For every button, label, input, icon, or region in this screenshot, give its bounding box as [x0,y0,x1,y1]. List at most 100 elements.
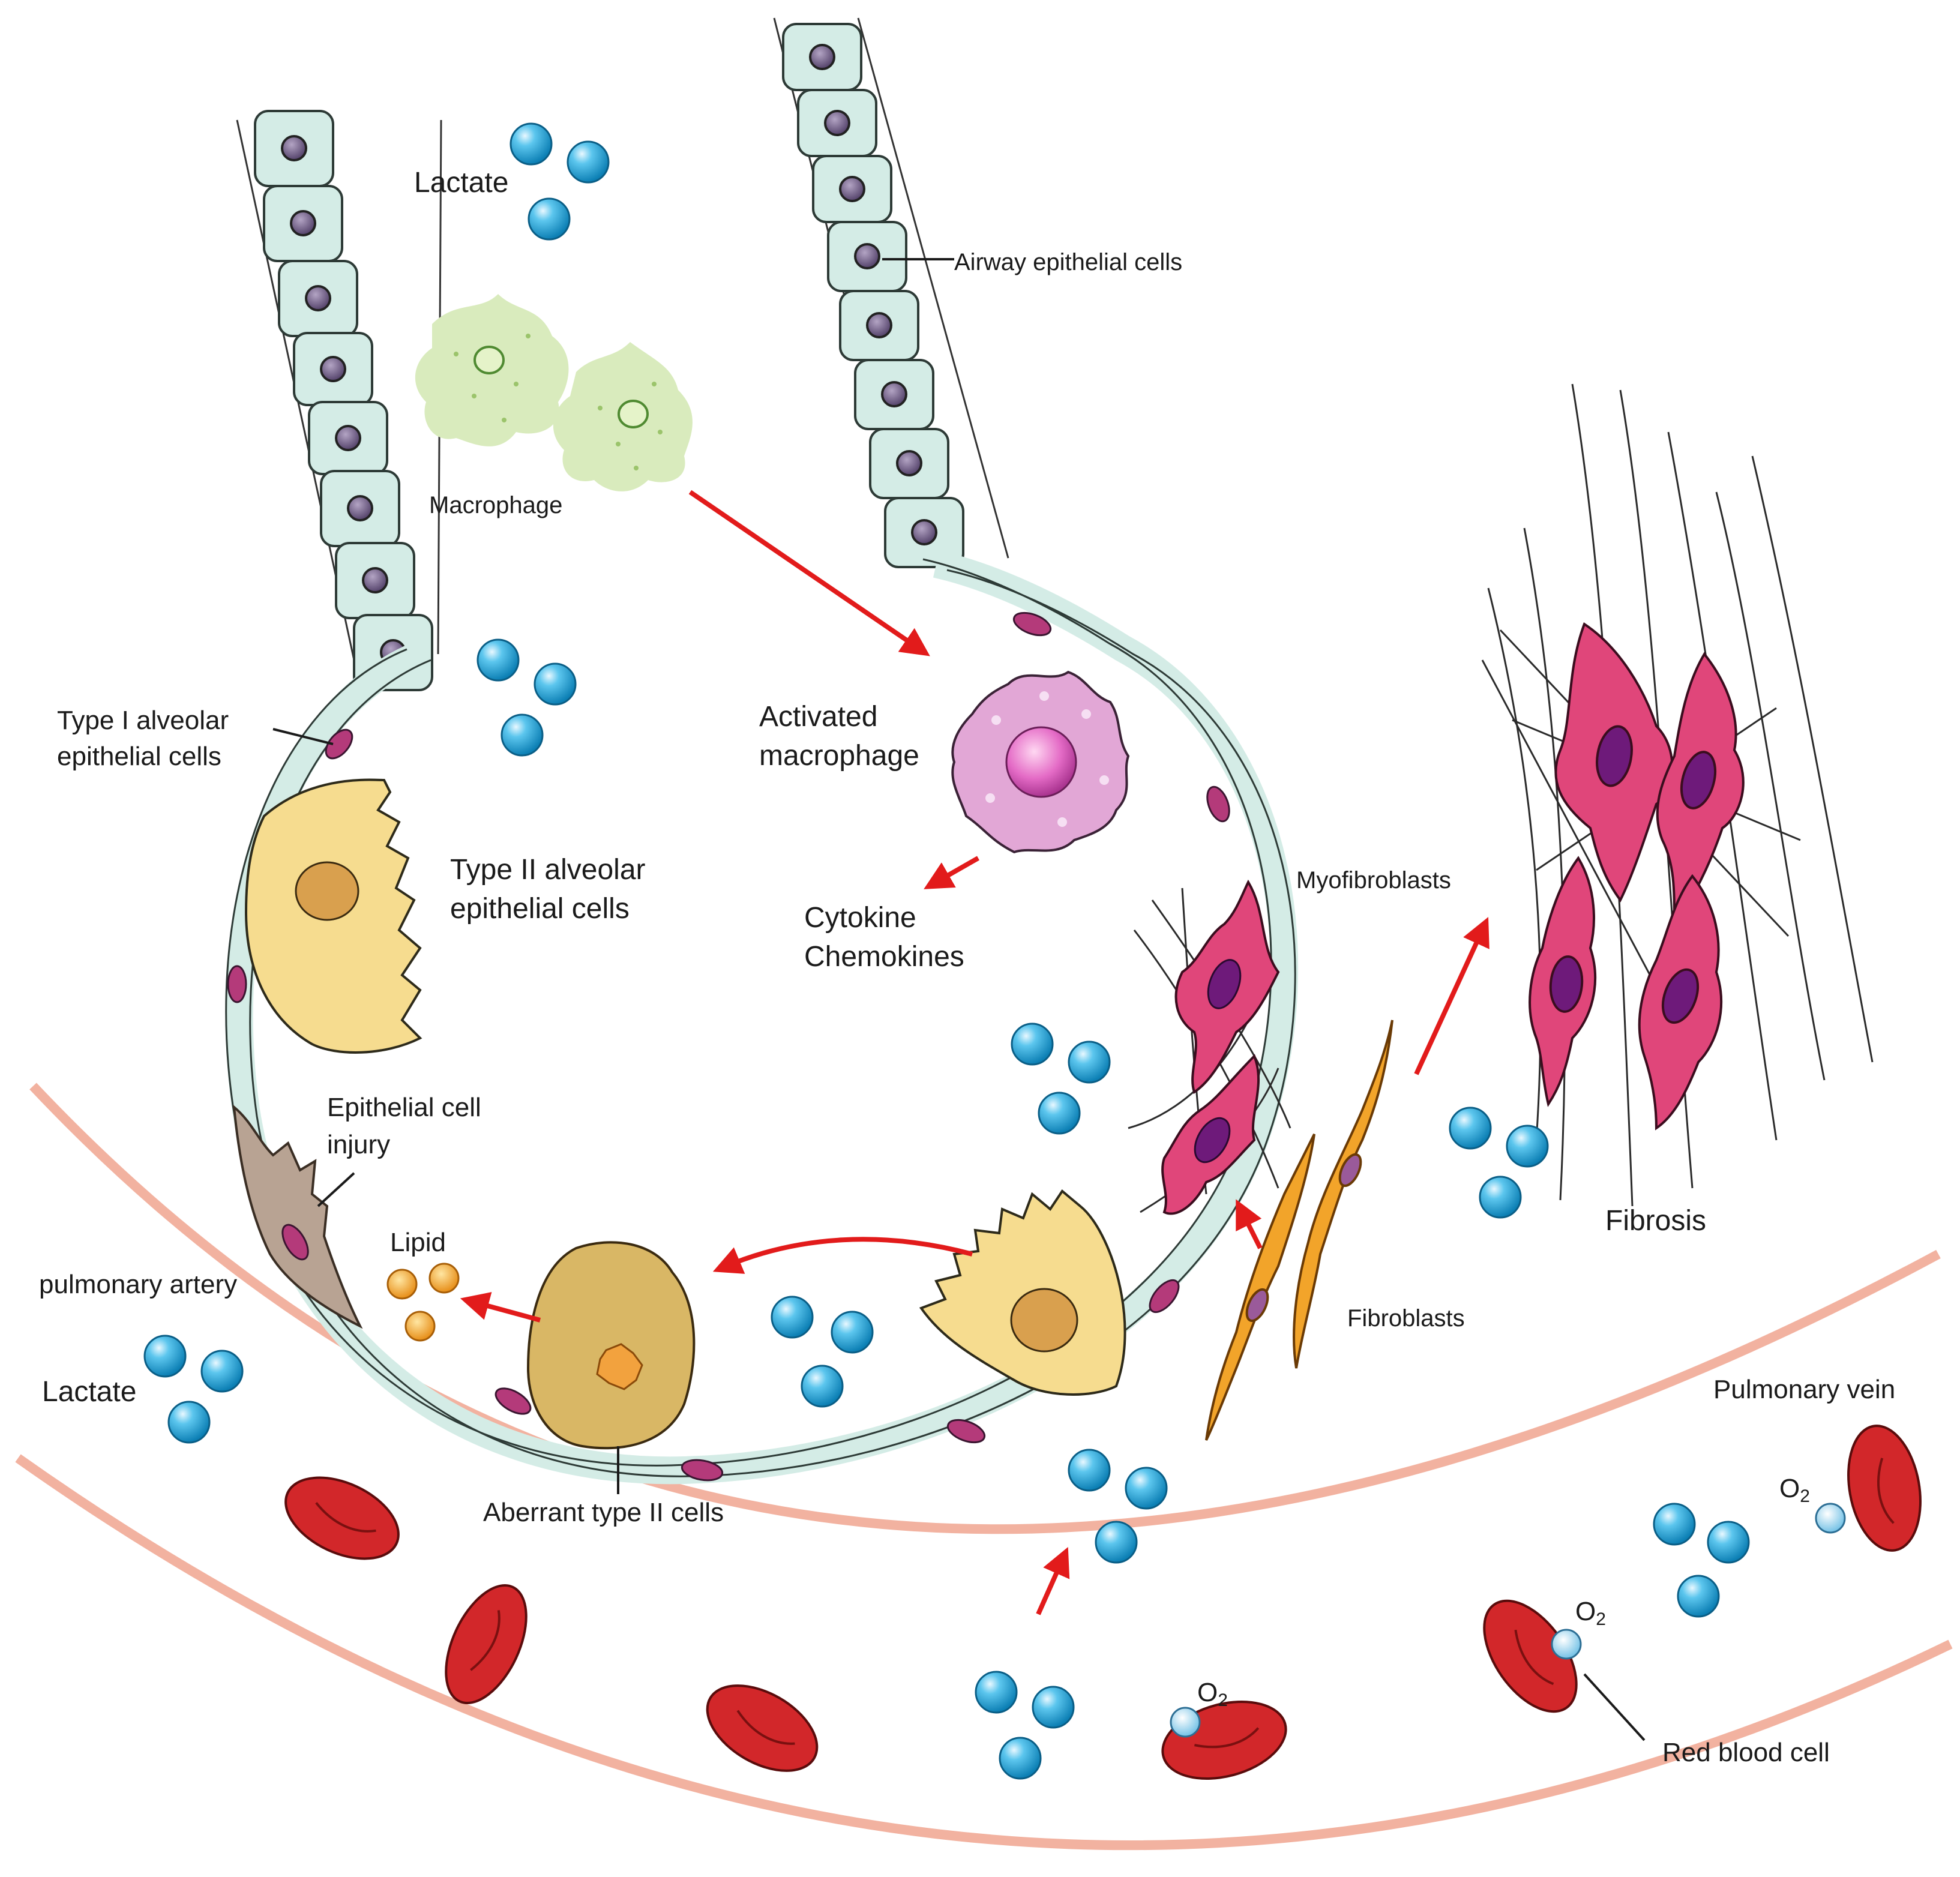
myofibroblast-local [1161,879,1280,1215]
label-activated-2: macrophage [759,740,919,772]
airway-cell [308,401,388,475]
type2-alveolar-cell-right [919,1189,1126,1396]
type1-nucleus [227,965,247,1003]
type1-nucleus [1206,785,1230,823]
lactate-molecules [143,122,1750,1780]
lipid-droplets [386,1263,460,1342]
type1-nucleus [495,1387,532,1415]
arrow-cytokine-release [924,856,979,889]
leader-lines [272,258,1646,1741]
airway-cell [839,290,919,361]
alveolus [225,550,1299,1485]
label-type2-1: Type II alveolar [450,854,646,886]
label-lipid: Lipid [390,1228,446,1257]
type1-nucleus [1012,611,1052,637]
label-type2-2: epithelial cells [450,893,630,925]
airway-cell [278,260,358,337]
airway-cell [320,470,400,547]
label-o2: O2 [1575,1597,1606,1629]
lactate-cluster-left [143,1335,244,1444]
label-injury-2: injury [327,1130,390,1159]
o2-molecules [1170,1503,1846,1738]
airway-cell [869,428,949,499]
lipid-droplet [386,1269,418,1300]
airway-cell [263,185,343,262]
arrow-to-lipid [460,1292,541,1323]
lactate-cluster-top [510,122,610,241]
red-blood-cell [1847,1425,1922,1552]
label-o2: O2 [1197,1678,1228,1710]
lipid-droplet [428,1263,460,1294]
red-blood-cell [284,1476,400,1560]
lactate-cluster-vessel-left [975,1671,1075,1780]
label-cytokine: Cytokine [804,902,916,934]
aberrant-type2-cell [526,1241,696,1450]
leader-type1 [272,728,334,745]
type1-nucleus [325,728,353,760]
activated-macrophage-nucleus [1005,726,1077,798]
label-lactate-top: Lactate [414,167,508,199]
airway-cell [827,221,907,292]
lipid-droplet [404,1311,436,1342]
fibroblast-cell [1205,1134,1315,1441]
myofibroblast-cluster [1529,622,1745,1131]
o2-molecule [1551,1629,1582,1660]
injured-epithelial-cell [232,1104,363,1329]
alveolar-wall [225,550,1299,1485]
macrophage-nucleus [473,346,505,374]
type2-nucleus [295,861,359,921]
type1-nucleus [1149,1279,1180,1314]
airway-cell [335,542,415,619]
label-airway-epithelial: Airway epithelial cells [954,249,1182,275]
arrow-to-fibrosis [1414,917,1490,1075]
arrows [460,490,1490,1615]
type1-nucleus [681,1459,724,1482]
type1-nucleus [946,1419,986,1444]
type2-nucleus [1010,1288,1078,1353]
airway-cell [812,155,892,223]
label-type1-2: epithelial cells [57,742,221,771]
label-o2: O2 [1779,1474,1810,1506]
vessel-wall-upper [29,1083,1941,1534]
label-pulmonary-artery: pulmonary artery [39,1270,237,1299]
leader-injury [317,1172,355,1207]
label-injury-1: Epithelial cell [327,1093,481,1122]
labels: Lactate Airway epithelial cells Macropha… [39,167,1895,1767]
label-myofibroblasts: Myofibroblasts [1296,867,1451,893]
vessel-wall-lower [15,1454,1953,1851]
aberrant-nucleus [596,1343,643,1390]
fibroblast-cell [1293,1020,1393,1369]
lactate-cluster-alveolus-top [476,638,577,757]
airway-cell [254,110,334,187]
left-airway-epithelium [254,110,433,691]
right-airway-epithelium [782,23,964,568]
label-fibroblasts: Fibroblasts [1347,1305,1465,1332]
vessel-walls [15,1083,1953,1851]
o2-molecule [1815,1503,1846,1534]
injured-nucleus [281,1224,309,1261]
airway-cell [797,89,877,157]
lactate-cluster-alveolus-right [1011,1023,1111,1135]
activated-macrophage-cell [951,670,1130,854]
red-blood-cell [445,1584,528,1704]
type2-alveolar-cell [244,778,422,1054]
lactate-cluster-fibrosis [1449,1107,1549,1219]
label-aberrant: Aberrant type II cells [483,1498,724,1527]
label-fibrosis: Fibrosis [1605,1205,1706,1237]
airway-cell [884,497,964,568]
arrow-lactate-from-blood [1036,1547,1070,1615]
arrow-fibroblast-activation [1236,1199,1263,1249]
lactate-cluster-vessel-right [1653,1503,1750,1618]
right-airway-wall-inner [857,17,1009,559]
arrow-to-aberrant [712,1237,973,1274]
lactate-cluster-interstitium [1068,1449,1168,1564]
macrophage-nucleus [618,400,649,428]
label-chemokines: Chemokines [804,941,964,973]
airway-cell [782,23,862,91]
macrophage-cells [415,294,693,491]
lactate-cluster-alveolus-bottom [771,1296,874,1408]
airway-cell [293,332,373,406]
airway-cell [854,359,934,430]
label-pulmonary-vein: Pulmonary vein [1713,1375,1895,1404]
